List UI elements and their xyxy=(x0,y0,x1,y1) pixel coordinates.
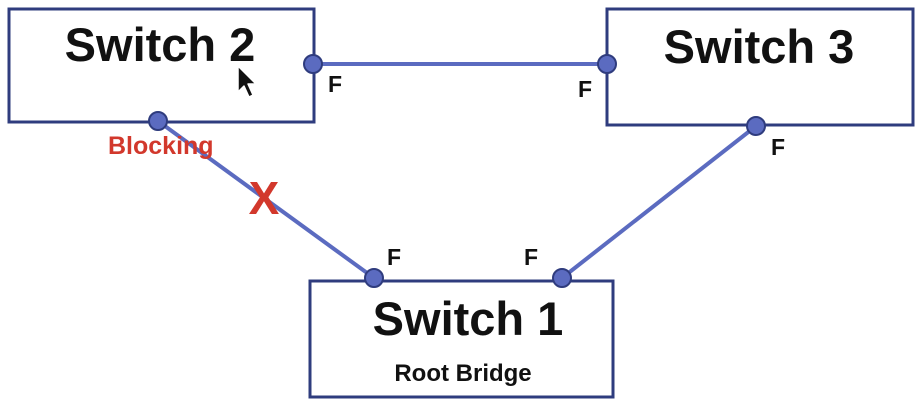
switch-1-title: Switch 1 xyxy=(373,292,564,345)
port-dot-switch1-left xyxy=(364,268,384,288)
switch-3-box xyxy=(605,7,915,127)
port-label-switch3-left: F xyxy=(578,76,592,102)
port-dot-switch2-bottom xyxy=(148,111,168,131)
port-label-switch3-bottom: F xyxy=(771,134,785,160)
port-label-switch2-right: F xyxy=(328,71,342,97)
port-dot-switch3-bottom xyxy=(746,116,766,136)
blocking-label: Blocking xyxy=(108,132,214,160)
switch-2-box xyxy=(7,7,316,124)
link-switch2-switch1 xyxy=(156,119,376,280)
port-dot-switch1-right xyxy=(552,268,572,288)
port-dot-switch2-right xyxy=(303,54,323,74)
port-dot-switch3-left xyxy=(597,54,617,74)
switch-2-title: Switch 2 xyxy=(65,18,256,71)
blocked-link-x-mark: X xyxy=(249,172,280,224)
mouse-pointer-icon xyxy=(237,65,257,98)
port-label-switch1-right: F xyxy=(524,244,538,270)
switch-1-box xyxy=(308,279,615,399)
switch-3-title: Switch 3 xyxy=(664,20,855,73)
switch-1-subtitle: Root Bridge xyxy=(394,360,531,387)
link-switch3-switch1 xyxy=(560,124,758,280)
port-label-switch1-left: F xyxy=(387,244,401,270)
